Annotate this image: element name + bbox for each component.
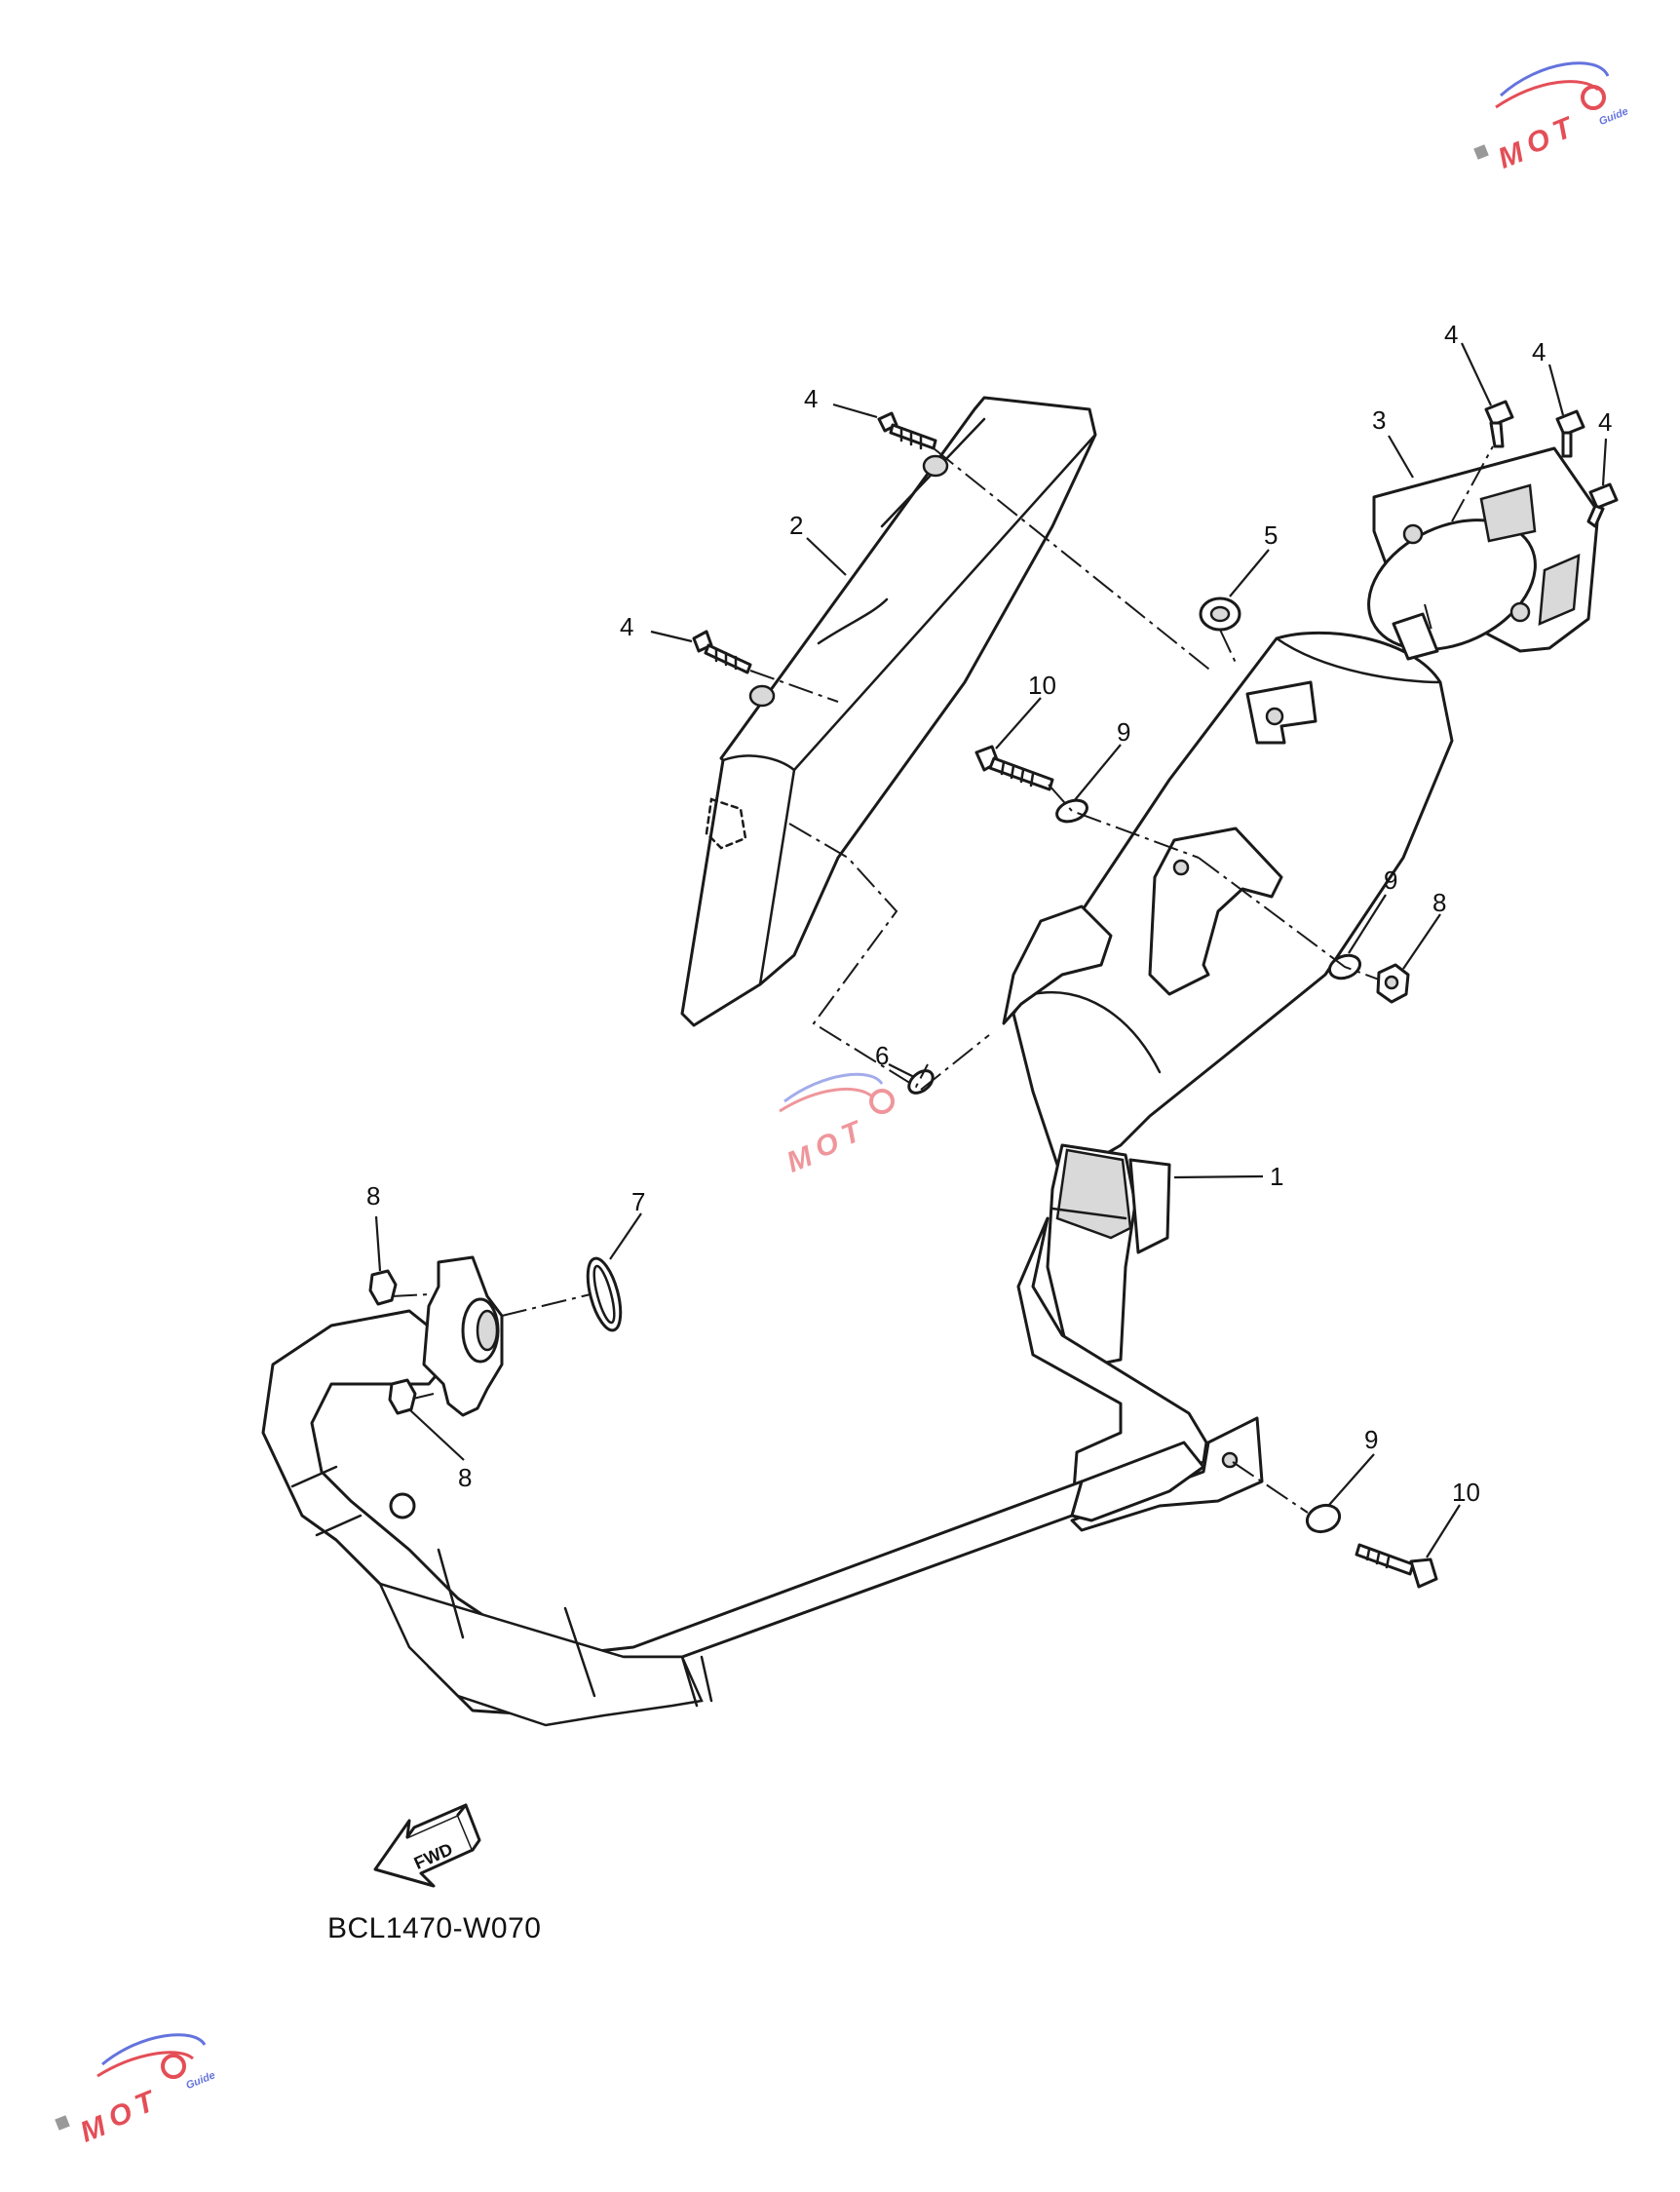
callout-9b: 9 bbox=[1384, 865, 1397, 895]
forward-direction-arrow: FWD bbox=[373, 1803, 481, 1888]
bolt-4-mid-shield bbox=[692, 630, 752, 674]
callout-4e: 4 bbox=[1598, 407, 1612, 437]
watermark-logo-center: M O T bbox=[779, 1072, 895, 1179]
gasket-7 bbox=[586, 1256, 623, 1332]
callout-6: 6 bbox=[875, 1041, 889, 1070]
diagram-code: BCL1470-W070 bbox=[327, 1912, 542, 1944]
bolt-10-top bbox=[974, 745, 1054, 791]
callout-8b: 8 bbox=[366, 1181, 380, 1211]
callout-5: 5 bbox=[1264, 520, 1278, 550]
callout-4a: 4 bbox=[804, 384, 818, 413]
svg-text:T: T bbox=[131, 2085, 162, 2122]
washer-9-lower bbox=[1305, 1503, 1342, 1534]
svg-text:O: O bbox=[1522, 123, 1555, 161]
callout-4d: 4 bbox=[1532, 337, 1546, 366]
nut-8-flange-top bbox=[368, 1269, 398, 1306]
callout-8c: 8 bbox=[458, 1463, 472, 1492]
svg-text:T: T bbox=[1548, 111, 1580, 148]
svg-text:Guide: Guide bbox=[184, 2069, 216, 2092]
grommet-5 bbox=[1199, 596, 1241, 632]
svg-text:Guide: Guide bbox=[1597, 105, 1629, 128]
callout-9c: 9 bbox=[1364, 1425, 1378, 1454]
callout-3: 3 bbox=[1372, 405, 1386, 435]
callout-4b: 4 bbox=[620, 612, 633, 641]
callout-7: 7 bbox=[631, 1187, 645, 1216]
washer-9-top bbox=[1055, 798, 1088, 824]
svg-text:M: M bbox=[783, 1139, 818, 1178]
nut-8-flange-bottom bbox=[388, 1378, 417, 1415]
callout-8a: 8 bbox=[1432, 888, 1446, 917]
watermark-logo-top-right: M O T Guide bbox=[1473, 61, 1630, 175]
callout-9a: 9 bbox=[1117, 717, 1130, 747]
assembly-center-lines bbox=[391, 445, 1494, 1514]
watermark-logo-bottom-left: M O T Guide bbox=[55, 2033, 217, 2149]
bolt-4-cap-1 bbox=[1484, 400, 1514, 448]
callout-leaders bbox=[374, 342, 1608, 1558]
heat-shield-part bbox=[680, 396, 1097, 1027]
svg-text:M: M bbox=[76, 2109, 111, 2148]
callout-1: 1 bbox=[1270, 1162, 1283, 1191]
svg-text:O: O bbox=[104, 2096, 137, 2134]
bolt-4-top-shield bbox=[877, 411, 937, 450]
callout-10a: 10 bbox=[1028, 671, 1056, 700]
callout-2: 2 bbox=[789, 511, 803, 540]
callout-10b: 10 bbox=[1452, 1478, 1480, 1507]
callout-4c: 4 bbox=[1444, 320, 1458, 349]
svg-text:M: M bbox=[1494, 135, 1529, 174]
muffler-assembly-part bbox=[261, 612, 1454, 1727]
nut-8-muffler bbox=[1376, 963, 1410, 1004]
callout-labels: 1 2 3 4 4 4 4 4 5 6 7 8 8 8 9 9 9 10 10 bbox=[366, 320, 1612, 1507]
bolt-10-lower bbox=[1355, 1543, 1438, 1589]
bolt-4-cap-3 bbox=[1586, 482, 1619, 528]
svg-text:O: O bbox=[811, 1127, 844, 1165]
bolt-4-cap-2 bbox=[1555, 409, 1585, 458]
clip-6 bbox=[907, 1069, 935, 1095]
svg-text:T: T bbox=[837, 1115, 868, 1152]
